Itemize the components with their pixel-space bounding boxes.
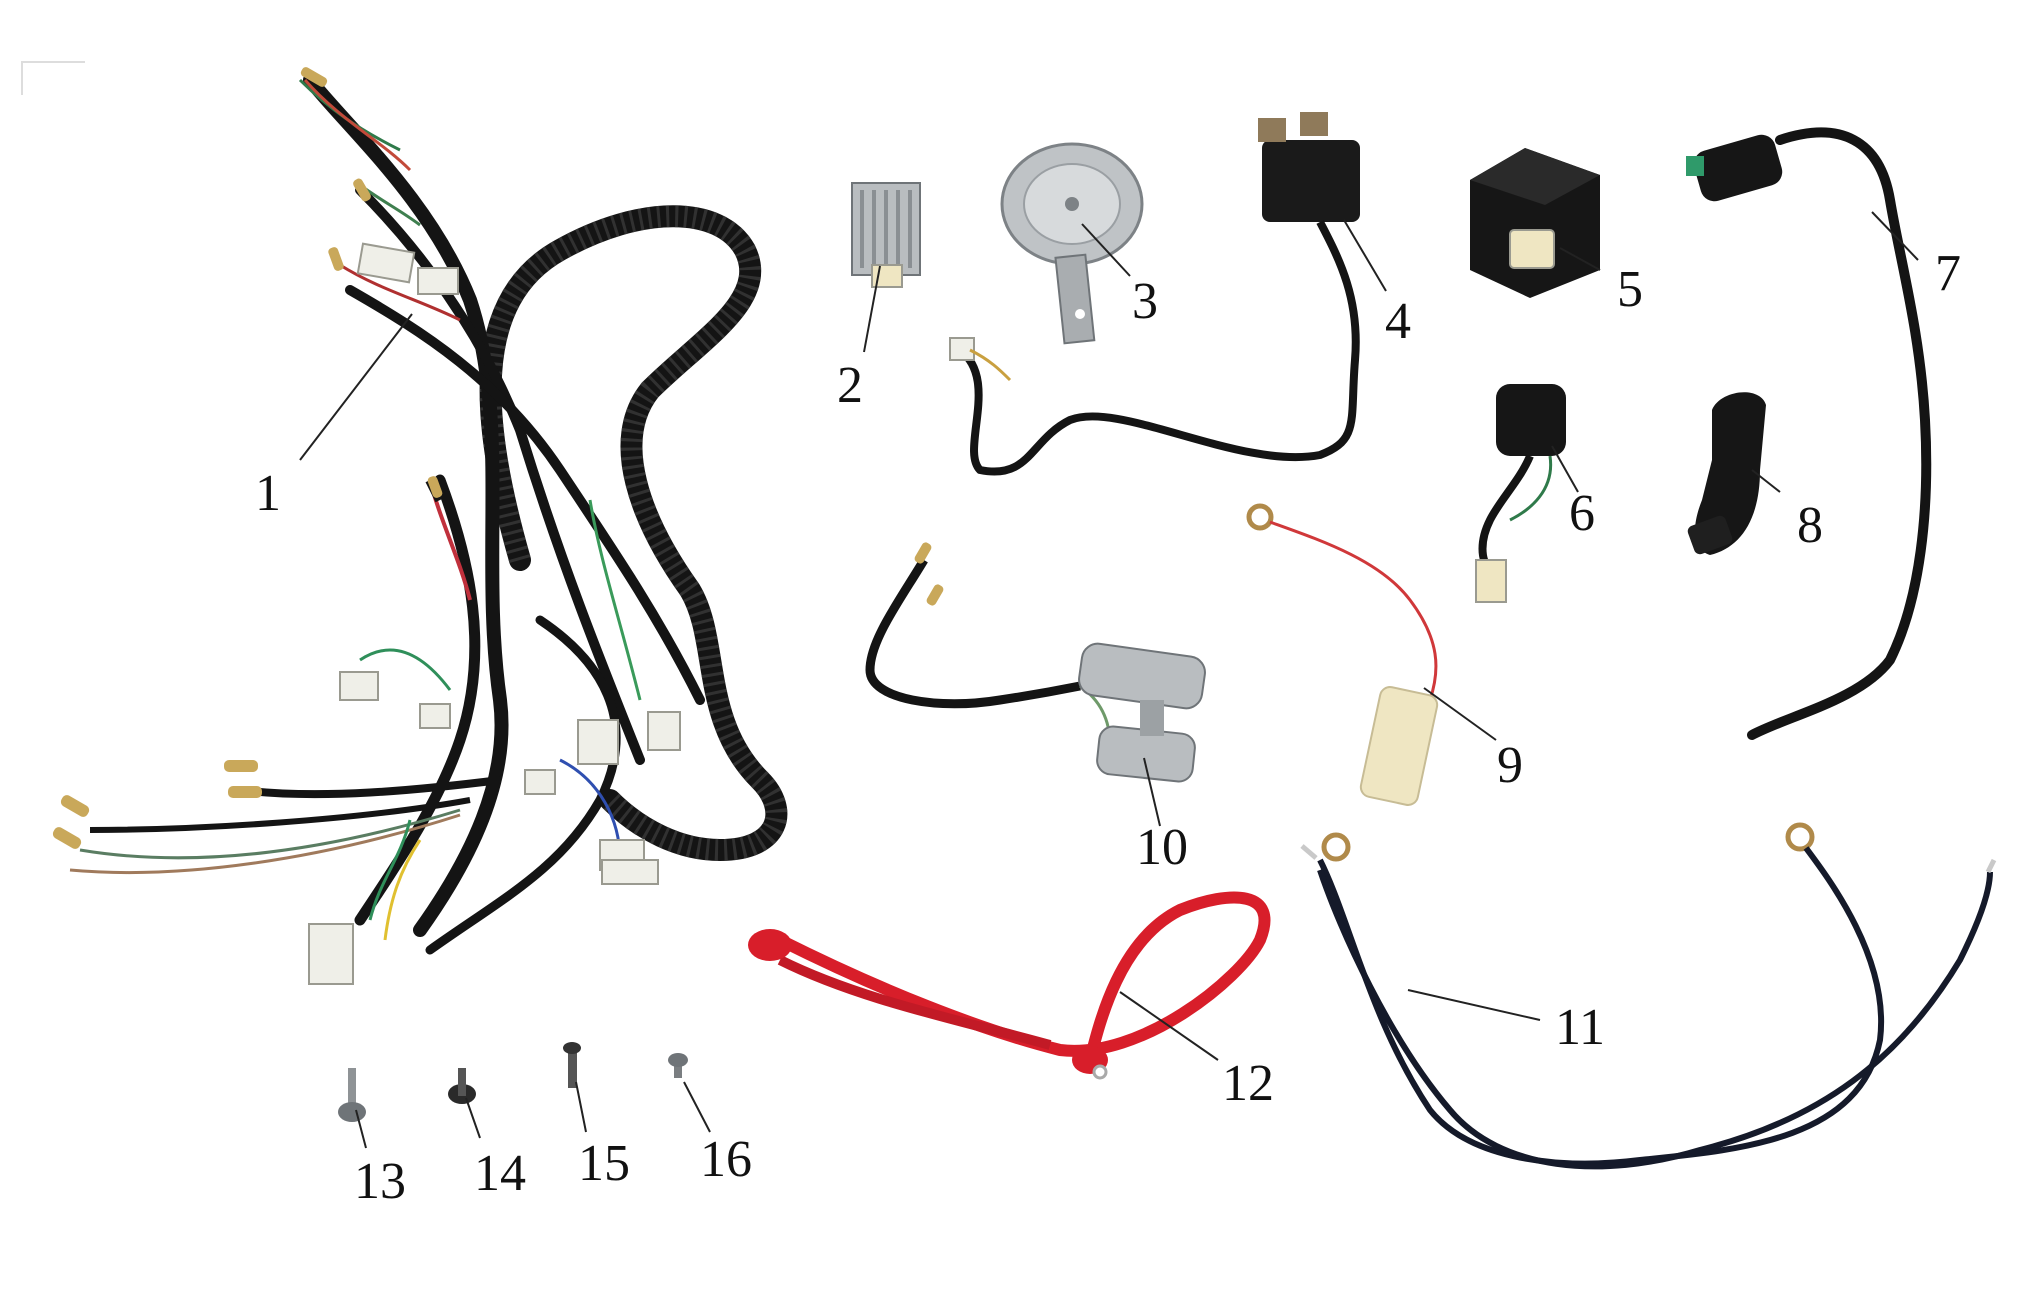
part-11-battery-cables [1300,822,1997,1170]
leader-lines [299,211,1919,1149]
part-9-fuse-holder [1246,503,1439,806]
leader-9 [1423,687,1497,741]
callout-8: 8 [1797,497,1823,554]
callout-15: 15 [578,1135,630,1192]
callout-13: 13 [354,1153,406,1210]
callout-14: 14 [474,1145,526,1202]
corner-mark [21,61,85,95]
leader-15 [575,1081,587,1133]
leader-1 [299,313,413,461]
leader-12 [1119,991,1219,1061]
leader-4 [1343,219,1387,292]
leader-2 [863,265,881,353]
part-8-spark-plug-cap [1687,392,1766,555]
leader-10 [1143,757,1161,827]
callout-labels: 1 2 3 4 5 6 7 8 9 10 11 12 13 14 15 16 [255,245,1961,1210]
callout-4: 4 [1385,293,1411,350]
part-4-starter-relay [949,112,1360,476]
callout-3: 3 [1132,273,1158,330]
leader-11 [1407,989,1541,1021]
leader-8 [1751,469,1781,493]
leader-3 [1081,223,1131,277]
part-1-wiring-harness [52,67,788,985]
callout-9: 9 [1497,737,1523,794]
leader-5 [1559,247,1601,271]
part-14-screw [448,1068,476,1104]
part-12-positive-cable [748,891,1271,1080]
part-2-regulator [851,182,921,288]
callout-12: 12 [1222,1055,1274,1112]
leader-16 [683,1081,711,1133]
part-10-pickup-coil [865,542,1206,783]
part-7-ignition-coil [1686,127,1932,740]
callout-16: 16 [700,1131,752,1188]
leader-13 [355,1109,367,1149]
callout-1: 1 [255,465,281,522]
callout-10: 10 [1136,819,1188,876]
callout-11: 11 [1555,999,1605,1056]
leader-14 [465,1097,481,1139]
part-3-horn [1000,142,1144,345]
callout-6: 6 [1569,485,1595,542]
callout-7: 7 [1935,245,1961,302]
part-13-screw [338,1068,366,1122]
part-6-flasher-relay [1475,384,1566,603]
part-15-screw [563,1042,581,1088]
callout-2: 2 [837,357,863,414]
leader-6 [1551,445,1579,493]
callout-5: 5 [1617,261,1643,318]
part-5-cdi-unit [1470,148,1600,298]
leader-7 [1871,211,1919,261]
part-16-screw [668,1053,688,1078]
